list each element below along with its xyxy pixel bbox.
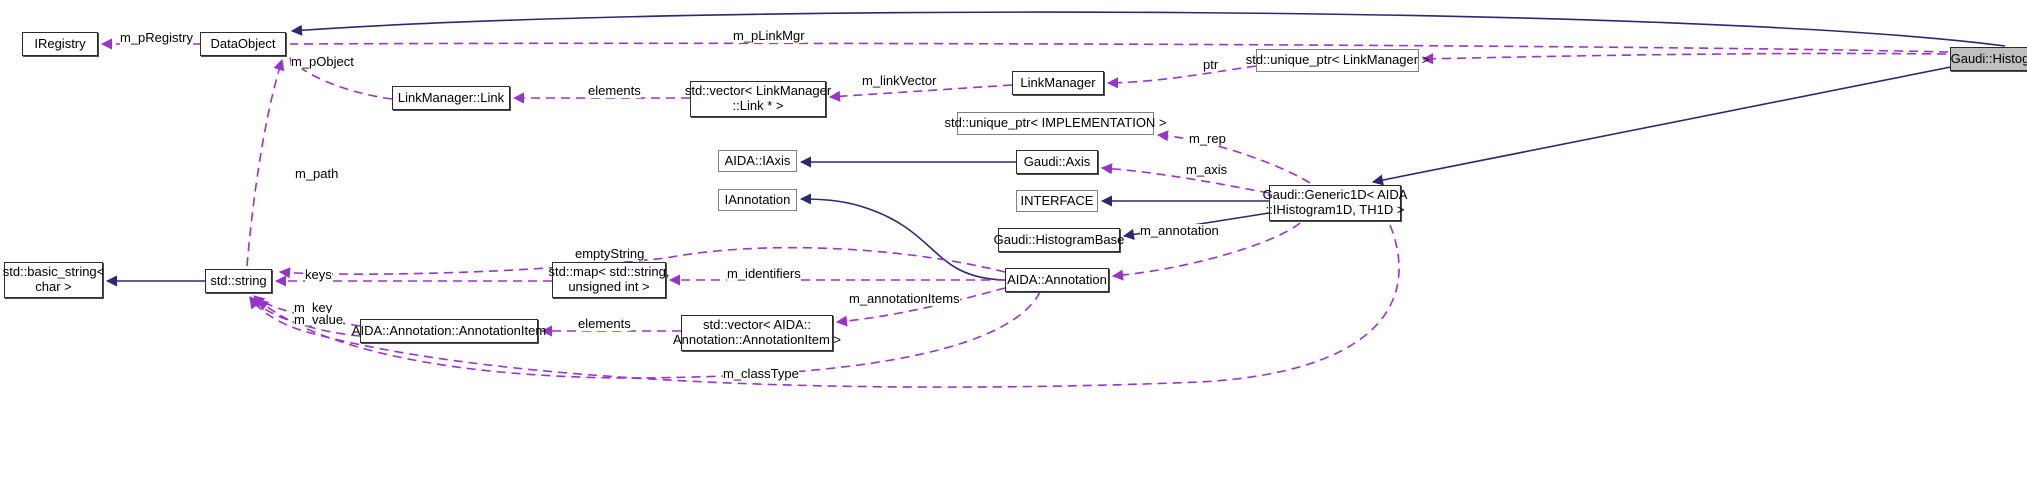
- edge-label-ptr: ptr: [1203, 57, 1219, 73]
- node-aida-annotation-annotationitem[interactable]: AIDA::Annotation::AnnotationItem: [352, 319, 546, 343]
- edge-label-m-path: m_path: [295, 166, 339, 182]
- edge-usage-m_pLinkMgr: [289, 42, 1949, 53]
- node-aida-annotation[interactable]: AIDA::Annotation: [1005, 268, 1109, 292]
- node-linkmanager[interactable]: LinkManager: [1012, 71, 1104, 95]
- edge-label-m-axis: m_axis: [1186, 162, 1228, 178]
- edge-label-m-pregistry: m_pRegistry: [120, 30, 193, 46]
- edge-label-m-plinkmgr: m_pLinkMgr: [733, 28, 805, 44]
- edge-label-emptystring: emptyString: [575, 246, 645, 262]
- edge-label-m-value: m_value: [294, 312, 344, 328]
- node-gaudi-generic1d[interactable]: Gaudi::Generic1D< AIDA ::IHistogram1D, T…: [1263, 185, 1407, 221]
- edge-inherit-iannotation-annotation: [799, 193, 1006, 281]
- edge-usage-ptr-uniqueptr: [1421, 52, 1947, 65]
- edge-usage-m_rep: [1156, 130, 1311, 184]
- edge-usage-m_classType: [249, 224, 1400, 388]
- node-gaudi-histogram1d[interactable]: Gaudi::Histogram1D: [1950, 47, 2027, 71]
- node-vector-linkmanager-link[interactable]: std::vector< LinkManager ::Link * >: [685, 81, 831, 117]
- edge-label-m-classtype: m_classType: [723, 366, 799, 382]
- node-std-basic-string[interactable]: std::basic_string< char >: [3, 262, 104, 298]
- edge-label-elements-annot: elements: [578, 316, 631, 332]
- edge-label-keys: keys: [305, 267, 332, 283]
- edge-label-elements-link: elements: [588, 83, 641, 99]
- node-std-string[interactable]: std::string: [205, 269, 272, 293]
- node-iannotation[interactable]: IAnnotation: [718, 189, 797, 211]
- node-gaudi-axis[interactable]: Gaudi::Axis: [1016, 150, 1098, 174]
- edge-usage-m_path: [246, 58, 285, 267]
- edge-label-m-identifiers: m_identifiers: [727, 266, 801, 282]
- node-linkmanager-link[interactable]: LinkManager::Link: [392, 86, 510, 110]
- node-interface[interactable]: INTERFACE: [1016, 190, 1098, 212]
- node-unique-ptr-implementation[interactable]: std::unique_ptr< IMPLEMENTATION >: [944, 112, 1167, 135]
- node-std-map-string-uint[interactable]: std::map< std::string, unsigned int >: [548, 262, 670, 298]
- edge-label-m-annotation: m_annotation: [1140, 223, 1219, 239]
- edge-label-m-rep: m_rep: [1189, 131, 1226, 147]
- edge-inherit-dataobject-histogram1d: [290, 11, 2006, 47]
- edge-inherit-generic1d-histogram1d: [1371, 59, 1987, 186]
- node-vector-annotationitem[interactable]: std::vector< AIDA:: Annotation::Annotati…: [673, 315, 841, 351]
- node-gaudi-histogrambase[interactable]: Gaudi::HistogramBase: [994, 228, 1124, 252]
- edge-label-m-annotationitems: m_annotationItems: [849, 291, 960, 307]
- node-aida-iaxis[interactable]: AIDA::IAxis: [718, 150, 797, 172]
- node-iregistry[interactable]: IRegistry: [22, 32, 98, 56]
- edge-label-m-linkvector: m_linkVector: [862, 73, 937, 89]
- node-dataobject[interactable]: DataObject: [200, 32, 286, 56]
- edge-usage-ptr-linkmanager: [1106, 65, 1257, 89]
- node-unique-ptr-linkmanager[interactable]: std::unique_ptr< LinkManager >: [1246, 49, 1429, 72]
- edge-label-m-pobject: m_pObject: [291, 54, 354, 70]
